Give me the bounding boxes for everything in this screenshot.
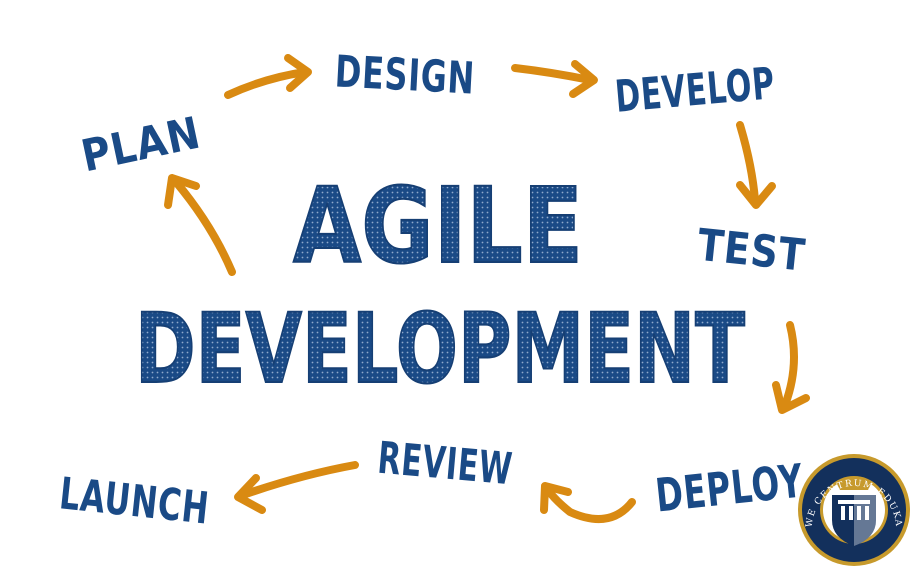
arrow-return-to-plan xyxy=(164,174,236,276)
stage-test: TEST xyxy=(695,220,808,282)
arrow-review-to-launch xyxy=(234,461,359,514)
title-line-1: AGILE xyxy=(293,165,583,287)
title-line-2: DEVELOPMENT xyxy=(135,293,745,405)
arrow-develop-to-test xyxy=(736,121,776,209)
stage-review: REVIEW xyxy=(376,433,515,496)
stage-plan: PLAN xyxy=(77,108,205,183)
stage-develop: DEVELOP xyxy=(613,58,777,123)
stage-deploy: DEPLOY xyxy=(653,453,806,522)
arrow-plan-to-design xyxy=(224,54,312,99)
stage-design: DESIGN xyxy=(334,46,476,104)
arrow-design-to-develop xyxy=(511,60,598,98)
arrow-test-to-deploy xyxy=(772,321,810,414)
arrow-deploy-to-review xyxy=(540,482,636,523)
stage-launch: LAUNCH xyxy=(57,468,212,534)
